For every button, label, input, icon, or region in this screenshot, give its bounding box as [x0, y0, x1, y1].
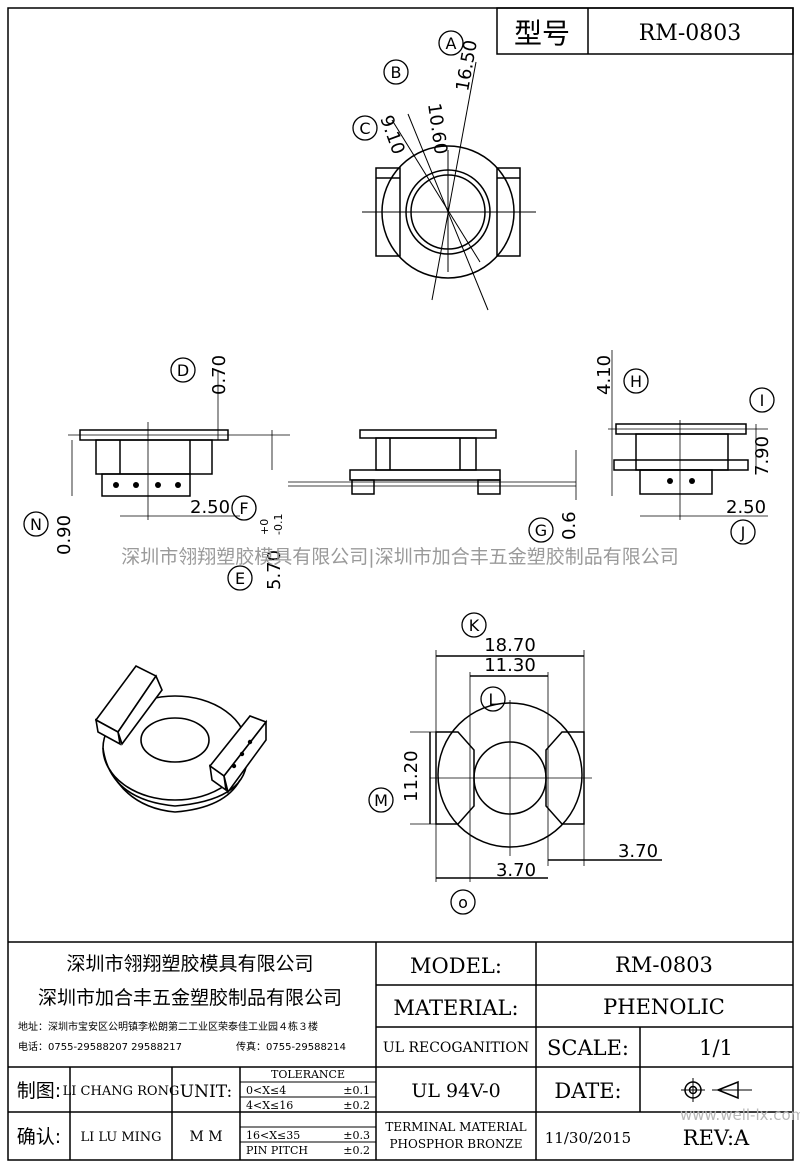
check-name: LI LU MING: [80, 1130, 161, 1145]
svg-text:-0.1: -0.1: [272, 514, 285, 535]
company-phone: 电话：0755-29588207 29588217: [18, 1040, 182, 1053]
terminal-material-line1: TERMINAL MATERIAL: [385, 1120, 526, 1134]
callout-L: L: [489, 690, 498, 709]
title-block: [8, 941, 793, 1160]
model-box: 型号 RM-0803: [496, 7, 794, 55]
dim-O2: 3.70: [618, 841, 658, 862]
tol-range: PIN PITCH: [246, 1144, 308, 1157]
callout-A: A: [446, 34, 457, 53]
projection-symbol-icon: [681, 1078, 752, 1102]
callout-B: B: [391, 63, 402, 82]
front-view-middle: [288, 429, 577, 500]
dim-D: 0.70: [209, 355, 230, 395]
dim-O: 3.70: [496, 860, 536, 881]
tolerance-rows: 0<X≤4 ±0.1 4<X≤16 ±0.2 16<X≤35 ±0.3 PIN …: [246, 1084, 370, 1157]
callout-D: D: [177, 361, 189, 380]
material-value: PHENOLIC: [603, 995, 725, 1019]
top-view: [362, 61, 536, 311]
callout-F: F: [239, 499, 248, 518]
dim-J: 2.50: [726, 497, 766, 518]
tol-range: 4<X≤16: [246, 1099, 293, 1112]
callout-J: J: [740, 523, 746, 542]
drawn-label: 制图:: [17, 1080, 61, 1102]
dim-N: 0.90: [54, 515, 75, 555]
scale-label: SCALE:: [547, 1036, 629, 1060]
bottom-view: [410, 650, 662, 882]
company-name-2: 深圳市加合丰五金塑胶制品有限公司: [38, 987, 342, 1009]
dim-H: 4.10: [594, 355, 615, 395]
dim-C: 9.10: [375, 113, 408, 158]
tol-value: ±0.2: [343, 1144, 370, 1157]
dim-F: 2.50: [190, 497, 230, 518]
site-watermark: www.well-lx.com: [680, 1106, 800, 1124]
callout-E: E: [235, 569, 245, 588]
model-value: RM-0803: [615, 953, 713, 977]
callout-C: C: [359, 119, 370, 138]
tol-value: ±0.1: [343, 1084, 370, 1097]
side-view-right: [608, 350, 768, 520]
dim-K-inner: 11.30: [484, 655, 536, 676]
svg-text:+0: +0: [258, 519, 271, 535]
ul-value: UL 94V-0: [411, 1080, 500, 1102]
company-address: 地址：深圳市宝安区公明镇李松朗第二工业区荣泰佳工业园４栋３楼: [18, 1020, 318, 1033]
svg-text:5.70: 5.70: [264, 550, 285, 590]
front-view-left: [68, 370, 290, 520]
model-label: MODEL:: [410, 954, 502, 978]
unit-value: M M: [189, 1129, 222, 1145]
check-label: 确认:: [17, 1126, 61, 1148]
drawn-name: LI CHANG RONG: [63, 1084, 180, 1099]
callout-G: G: [535, 521, 547, 540]
terminal-material-line2: PHOSPHOR BRONZE: [389, 1137, 522, 1151]
iso-pin-dots: [231, 739, 253, 769]
callout-K: K: [469, 616, 480, 635]
tol-value: ±0.2: [343, 1099, 370, 1112]
watermark-text: 深圳市翎翔塑胶模具有限公司|深圳市加合丰五金塑胶制品有限公司: [121, 546, 678, 568]
tol-value: ±0.3: [343, 1129, 370, 1142]
dim-E: 5.70 +0 -0.1: [258, 514, 285, 590]
callout-M: M: [374, 791, 388, 810]
dim-M: 11.20: [401, 750, 422, 802]
ul-label: UL RECOGANITION: [383, 1040, 529, 1056]
company-name-1: 深圳市翎翔塑胶模具有限公司: [66, 953, 313, 975]
isometric-view: [94, 664, 268, 813]
date-label: DATE:: [554, 1079, 621, 1103]
dim-K: 18.70: [484, 635, 536, 656]
model-box-value: RM-0803: [639, 21, 742, 46]
tol-range: 16<X≤35: [246, 1129, 300, 1142]
scale-value: 1/1: [699, 1036, 733, 1060]
callout-letters: A B C D E F G H I J K L M N o: [30, 34, 764, 912]
pin-dots-right: [667, 478, 695, 484]
callout-circles: [23, 30, 775, 915]
date-value: 11/30/2015: [545, 1129, 631, 1147]
dim-I: 7.90: [752, 436, 773, 476]
dim-G: 0.6: [559, 511, 580, 540]
callout-N: N: [30, 515, 42, 534]
tolerance-title: TOLERANCE: [271, 1068, 345, 1081]
rev-label: REV:A: [683, 1126, 750, 1150]
pin-dots-left: [113, 482, 181, 488]
callout-H: H: [630, 372, 642, 391]
sheet-border: [7, 7, 794, 1161]
callout-O: o: [458, 893, 468, 912]
unit-label: UNIT:: [180, 1082, 232, 1102]
dim-B: 10.60: [423, 102, 451, 156]
tol-range: 0<X≤4: [246, 1084, 286, 1097]
material-label: MATERIAL:: [393, 996, 518, 1020]
company-fax: 传真：0755-29588214: [236, 1040, 346, 1053]
model-box-label: 型号: [514, 17, 570, 50]
callout-I: I: [760, 391, 765, 410]
